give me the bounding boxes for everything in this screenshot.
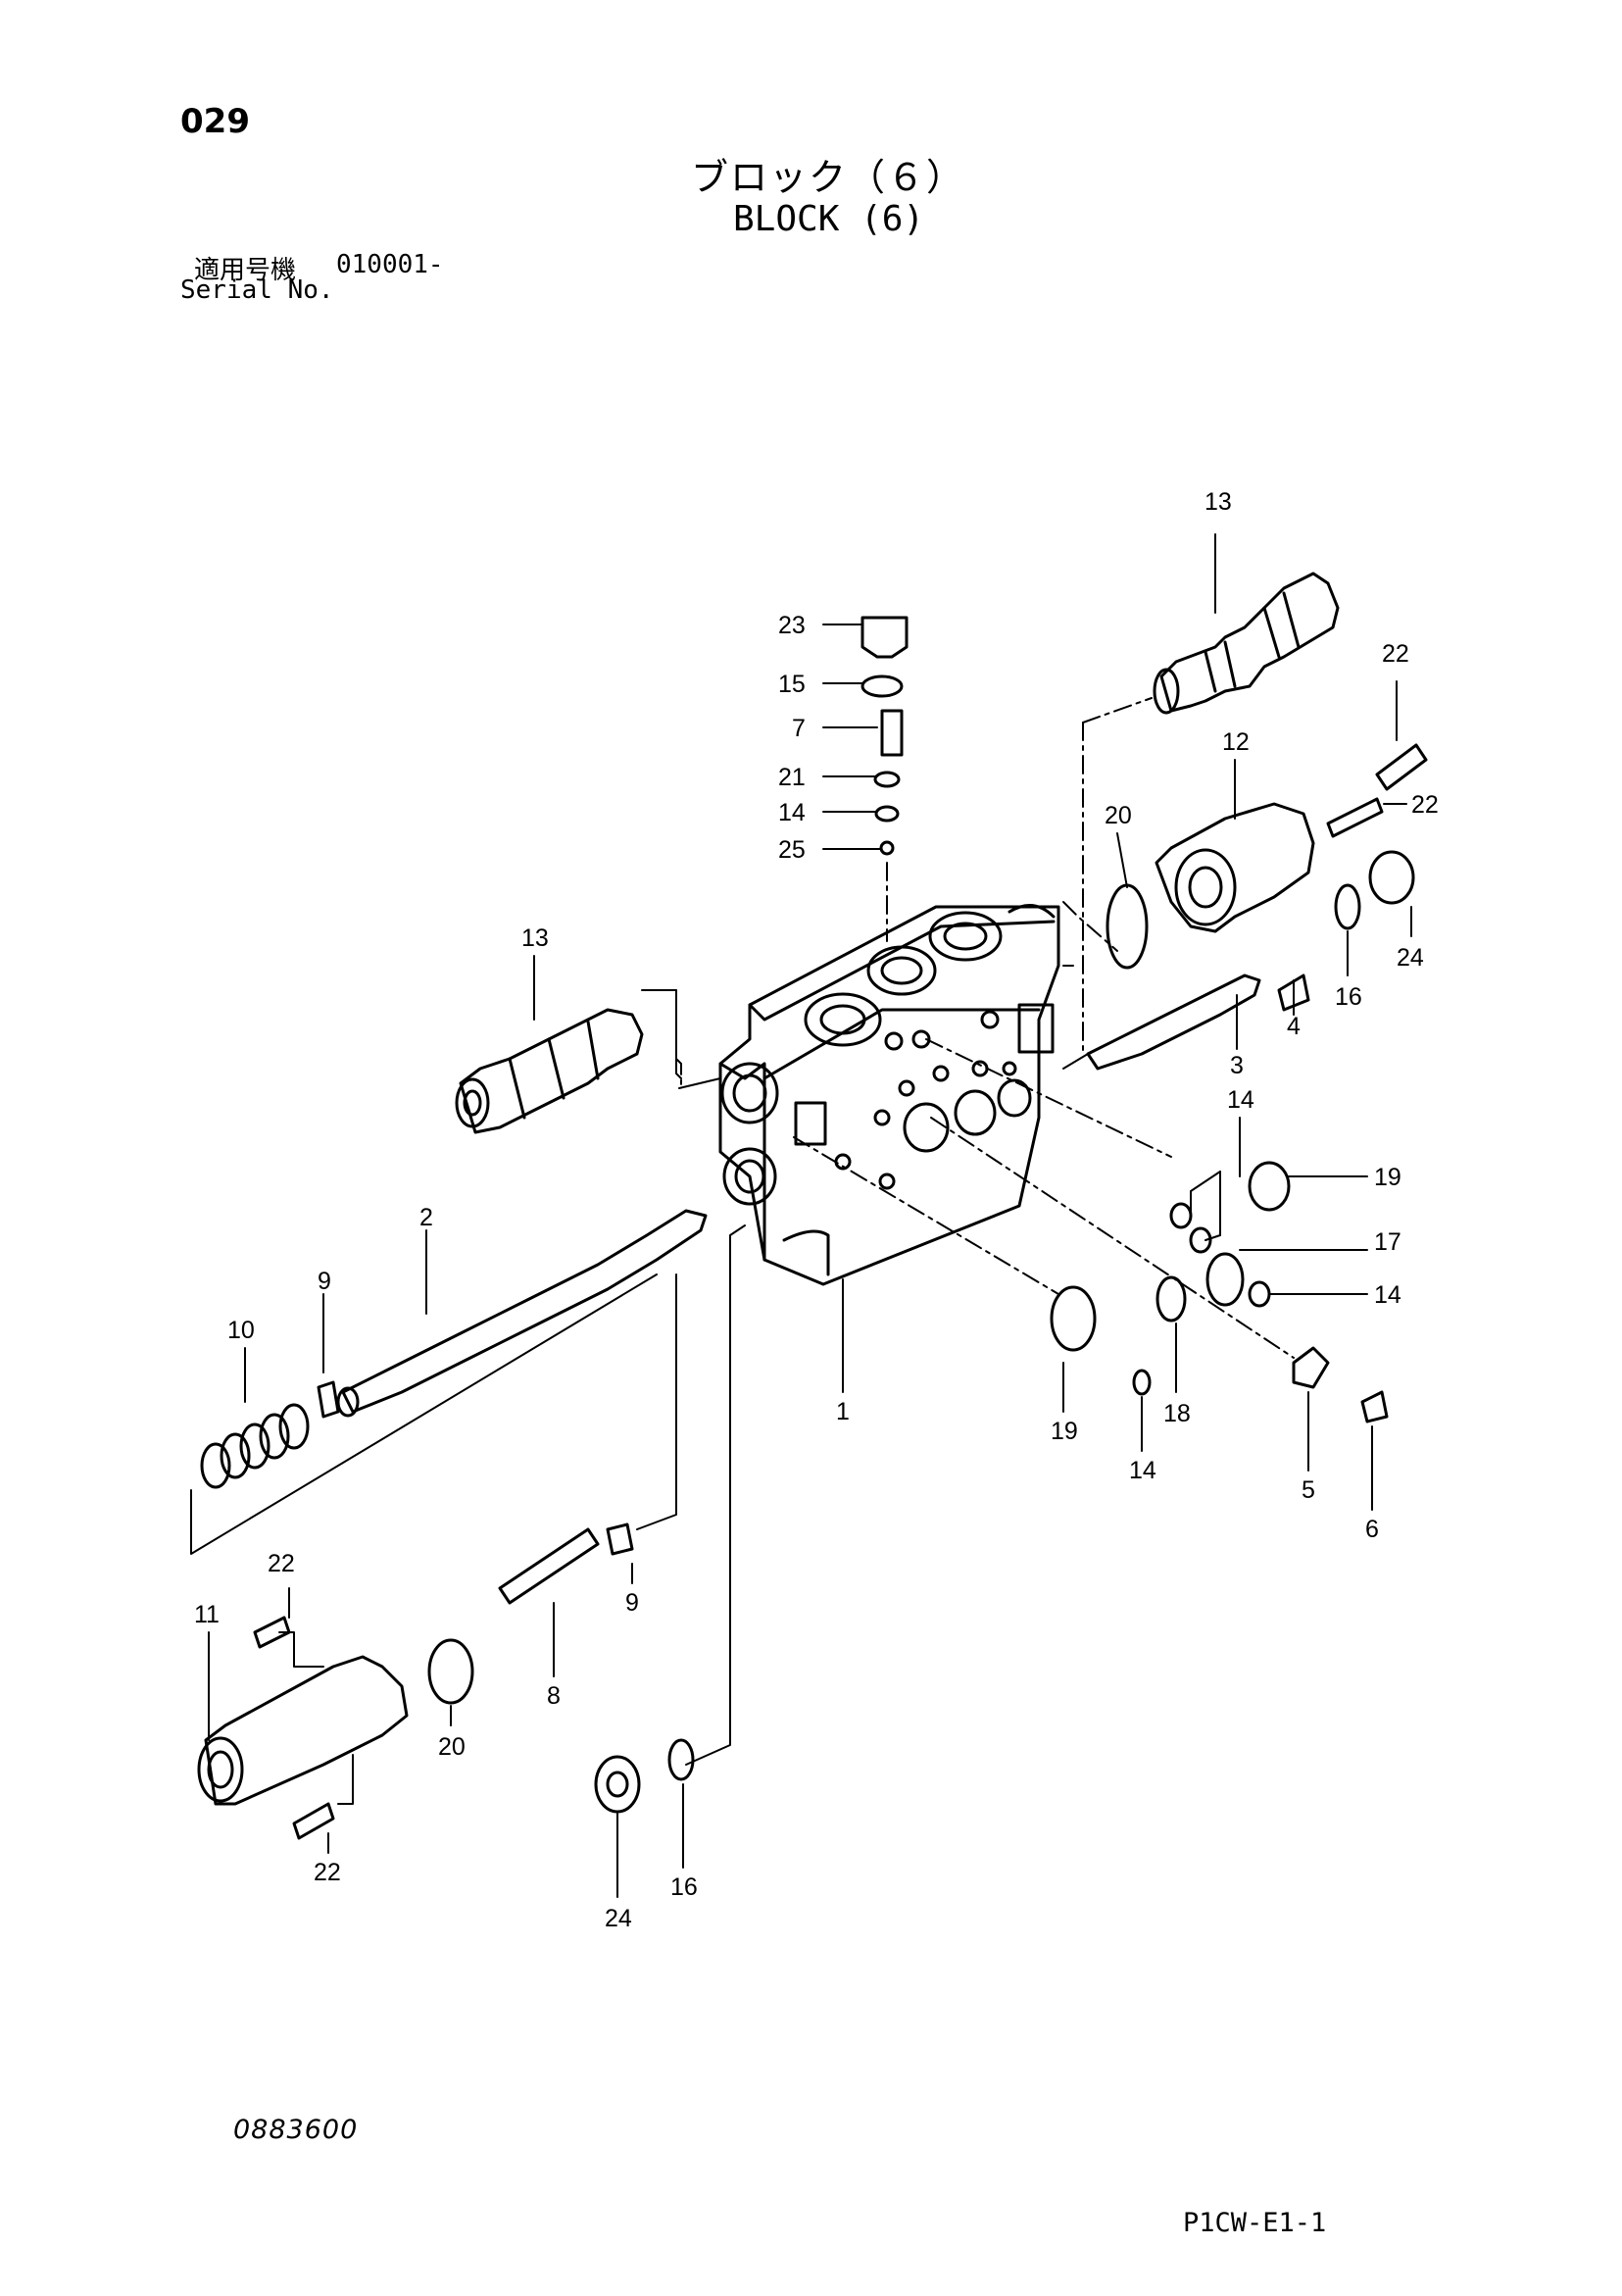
serial-value: 010001- [336,250,444,279]
callout-16-right: 16 [1335,983,1362,1011]
callout-20-left: 20 [438,1733,466,1761]
explosion-lines [675,697,1295,1359]
relief-valve-upper [1153,572,1340,715]
bracket-lines [190,965,1221,1805]
callout-13-top: 13 [1204,488,1232,516]
callout-17: 17 [1374,1228,1401,1256]
leader-lines [208,533,1412,1898]
callout-9-bottom: 9 [625,1589,639,1617]
callout-6: 6 [1365,1516,1379,1543]
callout-22-left-top: 22 [268,1550,295,1577]
callout-14-top: 14 [778,799,806,826]
callout-2: 2 [419,1204,433,1231]
callout-22-right: 22 [1411,791,1439,819]
callout-1: 1 [836,1398,850,1425]
spring-10 [200,1403,310,1489]
callout-21: 21 [778,764,806,791]
callout-4: 4 [1287,1013,1301,1040]
plug-24-right [1368,850,1415,905]
drawing-code: 0883600 [233,2115,359,2145]
callout-23: 23 [778,612,806,639]
plug-24-lower [594,1755,641,1814]
callout-24-bottom: 24 [605,1905,632,1932]
title-japanese: ブロック（６） [691,156,966,199]
callout-14-right: 14 [1374,1281,1401,1309]
callout-10: 10 [227,1317,255,1344]
plug-23-top [860,616,909,659]
callout-5: 5 [1302,1476,1315,1504]
callout-18: 18 [1163,1400,1191,1427]
callout-22-left-bottom: 22 [314,1859,341,1886]
callout-14-mid: 14 [1227,1086,1254,1114]
relief-valve-left [455,1008,644,1134]
callout-labels: 13 23 15 7 21 14 25 22 12 20 22 24 16 4 … [194,488,1439,1932]
callout-12: 12 [1222,728,1250,756]
spool-3 [1086,973,1261,1071]
spool-2 [336,1209,708,1418]
callout-7: 7 [792,715,806,742]
callout-19-right: 19 [1374,1164,1401,1191]
callout-8: 8 [547,1682,561,1710]
cap-11 [197,1655,409,1806]
callout-11: 11 [194,1601,220,1628]
title-english: BLOCK (6) [733,199,925,239]
page-number: 029 [180,102,250,141]
callout-22-top: 22 [1382,640,1409,668]
callout-19-bottom: 19 [1051,1418,1078,1445]
serial-label-japanese: 適用号機 [194,256,297,285]
callout-3: 3 [1230,1052,1244,1079]
sheet-code: P1CW-E1-1 [1183,2208,1327,2238]
callout-13-left: 13 [521,924,549,952]
callout-24-right: 24 [1397,944,1424,972]
serial-label-english: Serial No. [180,275,334,305]
callout-20-right: 20 [1105,802,1132,829]
callout-9-top: 9 [318,1268,331,1295]
callout-14-bottom: 14 [1129,1457,1156,1484]
callout-25: 25 [778,836,806,864]
valve-block-body [718,904,1060,1286]
cover-12 [1155,802,1315,933]
callout-16-bottom: 16 [670,1873,698,1901]
callout-15: 15 [778,671,806,698]
orings [427,674,1361,1781]
